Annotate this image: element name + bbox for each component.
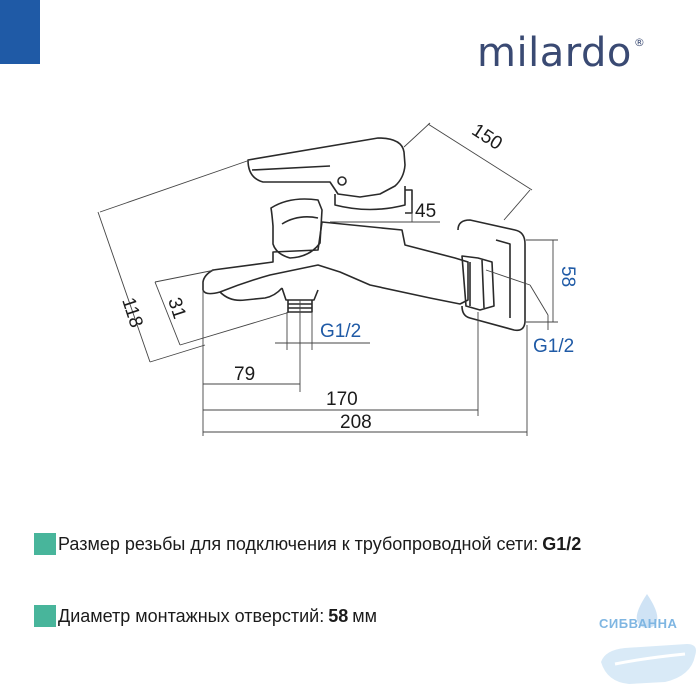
bullet-square (34, 605, 56, 627)
dim-label-45: 45 (415, 201, 436, 222)
dim-label-170: 170 (326, 389, 358, 410)
dim-label-79: 79 (234, 364, 255, 385)
faucet-technical-drawing: 150 45 118 31 G1/2 58 G1/2 79 170 208 (97, 120, 578, 436)
spec-mounting-diameter: Диаметр монтажных отверстий: 58 мм (34, 604, 377, 628)
lever-handle (247, 137, 406, 198)
dim-label-g12-wall: G1/2 (533, 336, 574, 357)
spec-value: G1/2 (542, 533, 582, 554)
brand-logo: milardo® (477, 30, 645, 76)
registered-mark: ® (633, 36, 646, 49)
diverter-knob (270, 198, 323, 259)
spout-outlet (281, 287, 319, 301)
dim-label-g12-spout: G1/2 (320, 321, 361, 342)
watermark-text: СИБВАННА (599, 616, 677, 631)
dim-label-208: 208 (340, 412, 372, 433)
dim-label-58: 58 (557, 266, 578, 287)
corner-accent-block (0, 0, 40, 64)
faucet-outline (202, 137, 526, 332)
watermark-logo: СИБВАННА (599, 594, 696, 684)
hex-nut (461, 255, 495, 311)
dim-label-31: 31 (163, 295, 190, 322)
spec-thread-size: Размер резьбы для подключения к трубопро… (34, 532, 585, 556)
spec-label: Диаметр монтажных отверстий: (58, 605, 325, 626)
bullet-square (34, 533, 56, 555)
dimension-lines (97, 122, 558, 436)
spec-value: 58 (328, 605, 349, 626)
brand-name: milardo (477, 30, 632, 76)
water-drop-icon (636, 594, 658, 628)
dim-label-118: 118 (117, 295, 146, 330)
lever-screw (337, 176, 347, 186)
dim-label-150: 150 (468, 120, 506, 155)
spec-unit: мм (352, 605, 377, 626)
spec-label: Размер резьбы для подключения к трубопро… (58, 533, 539, 554)
mixer-body (202, 221, 469, 305)
cartridge-cap (334, 186, 406, 211)
